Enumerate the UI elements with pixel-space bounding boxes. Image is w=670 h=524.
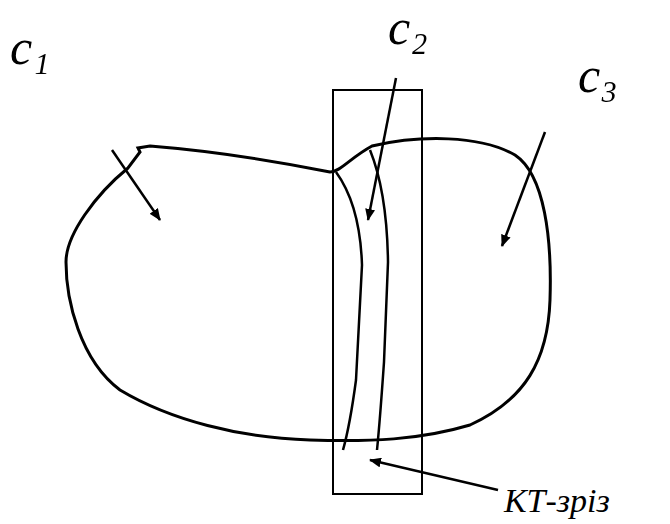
slice-label: КТ-зріз bbox=[504, 484, 610, 518]
region-label: c₃ bbox=[578, 50, 618, 100]
organ-outline bbox=[66, 139, 550, 441]
leader-arrow bbox=[502, 132, 545, 246]
region-label: c₁ bbox=[10, 22, 50, 72]
boundary-line bbox=[336, 172, 362, 450]
ct-slice-frame bbox=[333, 90, 422, 494]
leader-arrow bbox=[368, 78, 396, 220]
leader-arrow bbox=[370, 460, 498, 490]
leader-arrow bbox=[112, 150, 160, 220]
region-label: c₂ bbox=[388, 2, 428, 52]
